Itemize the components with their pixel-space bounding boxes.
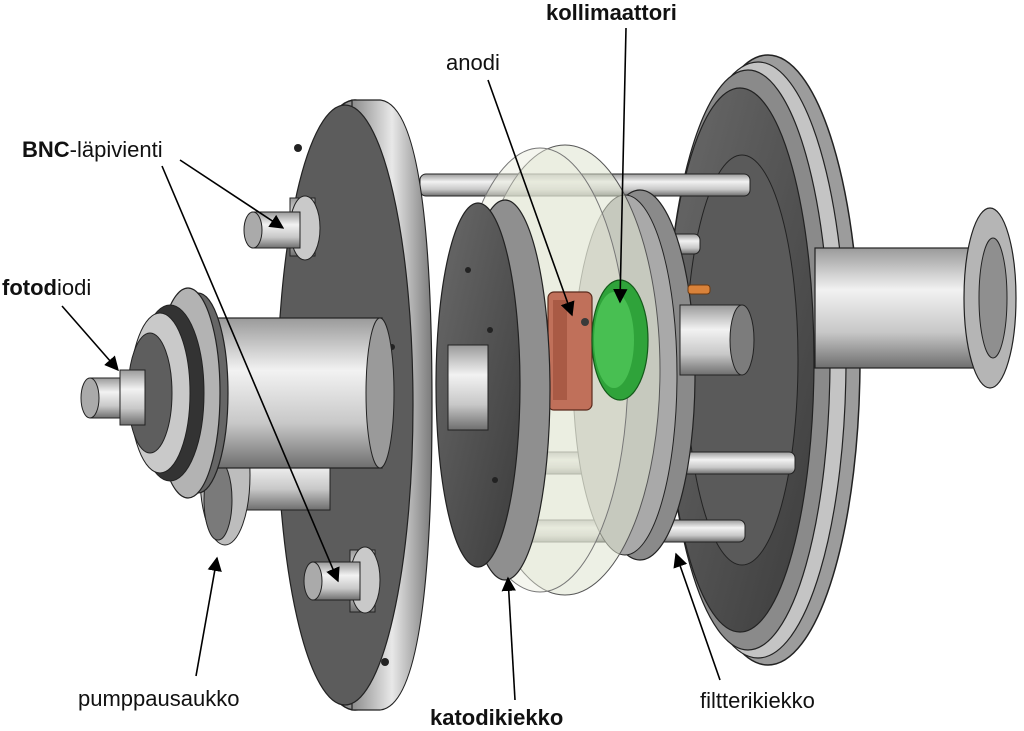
label-bnc-lapivienti: BNC-läpivienti <box>22 139 163 161</box>
label-fotodiodi-rest: iodi <box>56 275 92 300</box>
cathode-disc <box>435 199 551 581</box>
leader-anodi <box>487 79 575 317</box>
anode-block <box>547 291 593 411</box>
leader-filtterikiekko <box>673 552 721 681</box>
label-anodi: anodi <box>446 50 500 75</box>
leader-katodikiekko <box>501 576 516 701</box>
leader-fotodiodi <box>61 305 119 372</box>
leader-bnc-top <box>179 159 285 229</box>
leader-kollimaattori <box>613 27 628 304</box>
leader-bnc-bottom <box>161 165 340 583</box>
label-filtterikiekko: filtterikiekko <box>700 688 815 713</box>
label-fotodiodi-bold: fotod <box>2 275 57 300</box>
bnc-feedthrough-top <box>243 195 321 261</box>
collimator-disc <box>591 279 649 401</box>
label-katodikiekko: katodikiekko <box>430 705 564 730</box>
label-bnc-rest: -läpivienti <box>69 137 163 162</box>
photodiode-tube <box>80 287 395 499</box>
label-fotodiodi: fotodiodi <box>2 277 91 299</box>
label-kollimaattori: kollimaattori <box>546 0 677 25</box>
outlet-pipe <box>814 207 1017 389</box>
leader-lines <box>61 27 721 701</box>
label-bnc-bold: BNC <box>22 137 70 162</box>
orange-pin <box>687 284 711 295</box>
label-pumppausaukko: pumppausaukko <box>78 686 240 711</box>
leader-pumppausaukko <box>195 556 222 677</box>
